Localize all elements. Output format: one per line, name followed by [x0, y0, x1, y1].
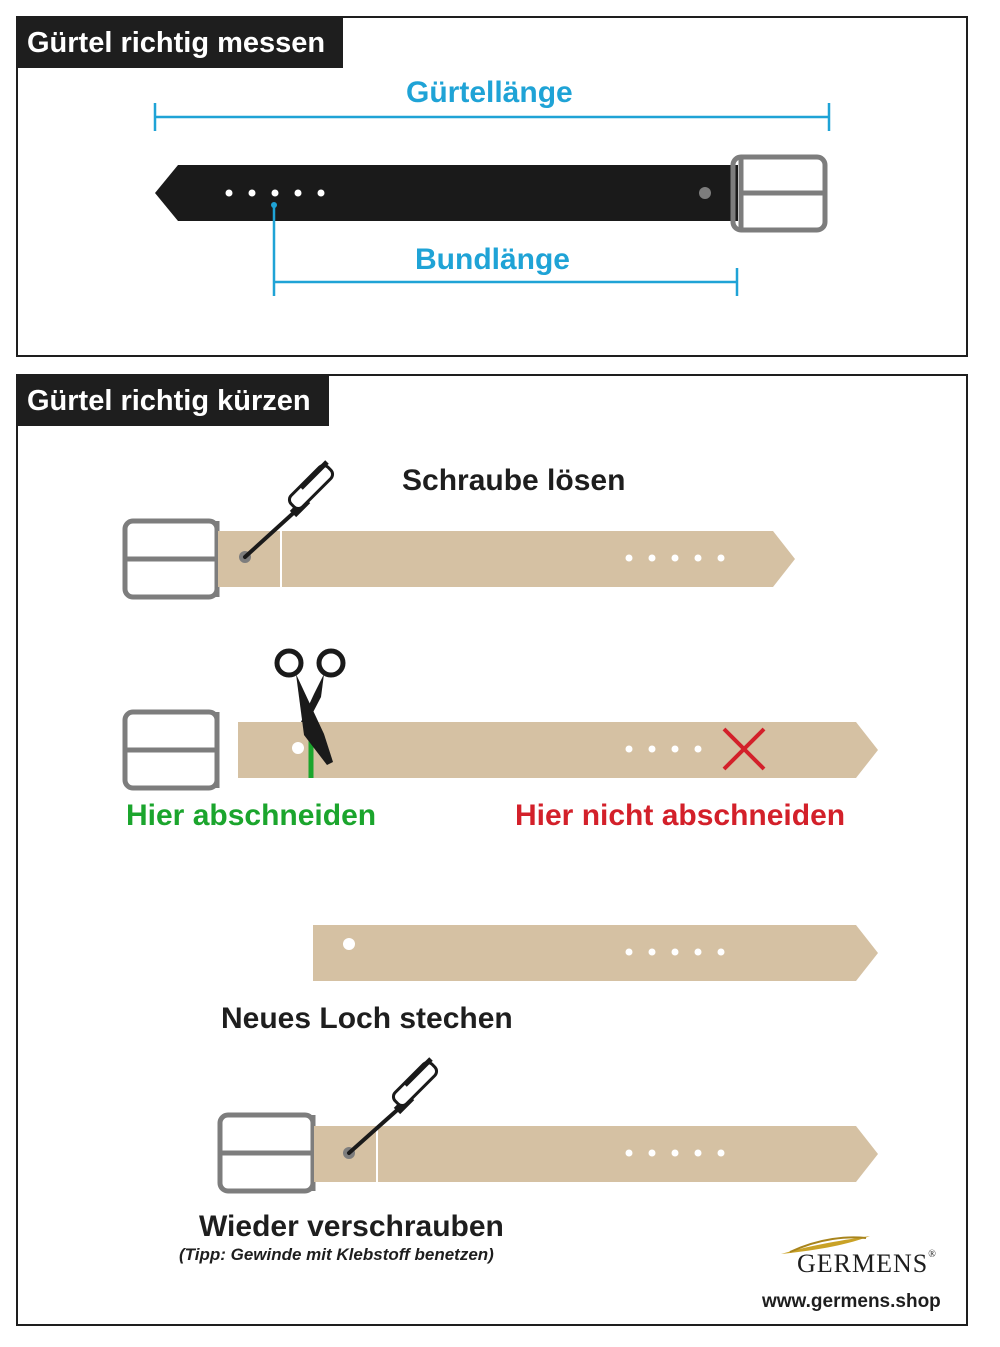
buckle-icon — [122, 709, 220, 791]
belt-length-line — [153, 103, 831, 131]
buckle-icon — [122, 518, 220, 600]
rescrew-tip: (Tipp: Gewinde mit Klebstoff benetzen) — [179, 1245, 494, 1264]
tan-belt-step1 — [218, 531, 795, 587]
germens-brand: GERMENS® — [797, 1249, 937, 1279]
screwdriver-icon — [243, 460, 335, 559]
tan-belt-step3 — [313, 925, 878, 981]
step-rescrew-label: Wieder verschrauben — [199, 1210, 504, 1243]
do-not-cut-label: Hier nicht abschneiden — [515, 799, 846, 832]
registered-mark: ® — [928, 1249, 937, 1260]
shop-url[interactable]: www.germens.shop — [762, 1291, 941, 1312]
brand-name: GERMENS — [797, 1249, 929, 1278]
measure-title: Gürtel richtig messen — [18, 18, 344, 68]
scissors-icon — [274, 648, 346, 765]
tan-belt-step2 — [238, 722, 878, 778]
step-loosen-screw-label: Schraube lösen — [402, 464, 626, 497]
waist-length-label: Bundlänge — [415, 243, 570, 276]
cut-here-label: Hier abschneiden — [126, 799, 377, 832]
waist-length-line — [272, 205, 739, 296]
buckle-icon — [217, 1112, 316, 1194]
buckle-icon — [730, 154, 828, 233]
measure-panel: Gürtel richtig messen — [16, 16, 968, 357]
shorten-panel: Gürtel richtig kürzen — [16, 374, 968, 1326]
shorten-title: Gürtel richtig kürzen — [18, 376, 329, 426]
step-new-hole-label: Neues Loch stechen — [221, 1002, 513, 1035]
germens-logo-icon — [781, 1236, 870, 1254]
tan-belt-step4 — [314, 1126, 878, 1182]
black-belt — [155, 165, 738, 221]
belt-length-label: Gürtellänge — [406, 76, 573, 109]
screwdriver-icon — [347, 1057, 439, 1155]
cross-icon — [722, 727, 766, 771]
